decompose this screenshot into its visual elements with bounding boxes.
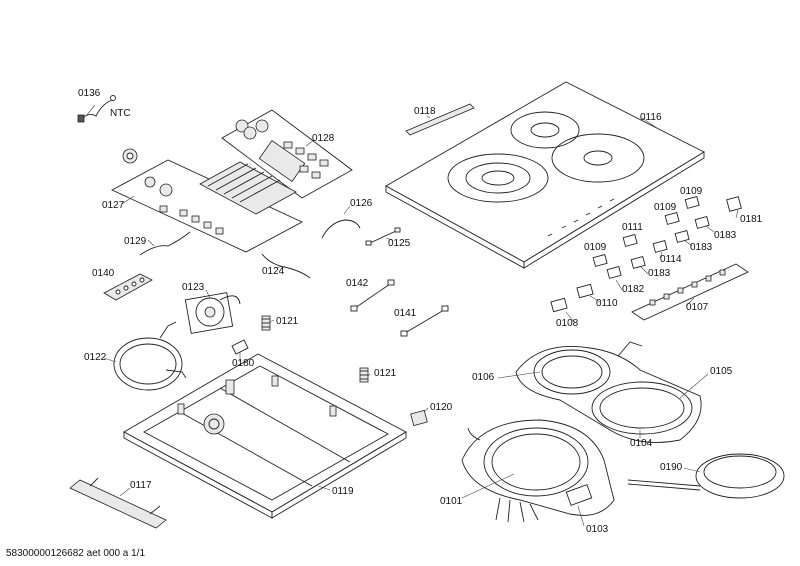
label-0136: 0136 bbox=[78, 88, 101, 99]
label-0121-lower: 0121 bbox=[374, 368, 397, 379]
cable-0126 bbox=[321, 219, 361, 239]
label-0128: 0128 bbox=[312, 133, 335, 144]
spring-0121-lower bbox=[359, 367, 369, 383]
leader-lines bbox=[103, 117, 739, 527]
label-0123: 0123 bbox=[182, 282, 205, 293]
clip-0180 bbox=[231, 339, 249, 355]
label-0122: 0122 bbox=[84, 352, 107, 363]
label-0180: 0180 bbox=[232, 358, 255, 369]
label-0109-b: 0109 bbox=[654, 202, 677, 213]
label-0108: 0108 bbox=[556, 318, 579, 329]
pan-0190 bbox=[627, 453, 785, 499]
coil-plate-0101-0103 bbox=[461, 419, 615, 523]
cable-0124 bbox=[261, 253, 311, 279]
power-board-lower-part bbox=[110, 148, 304, 253]
trim-strip-part bbox=[405, 103, 475, 136]
label-0183-c: 0183 bbox=[648, 268, 671, 279]
label-0105: 0105 bbox=[710, 366, 733, 377]
label-0110: 0110 bbox=[596, 298, 618, 309]
label-0129: 0129 bbox=[124, 236, 147, 247]
label-0101: 0101 bbox=[440, 496, 463, 507]
label-0140: 0140 bbox=[92, 268, 115, 279]
label-ntc: NTC bbox=[110, 108, 131, 119]
label-0118: 0118 bbox=[414, 106, 436, 117]
label-0119: 0119 bbox=[332, 486, 354, 497]
label-0124: 0124 bbox=[262, 266, 285, 277]
power-board-upper-part bbox=[221, 109, 353, 199]
cable-0141 bbox=[400, 305, 449, 337]
label-0116: 0116 bbox=[640, 112, 662, 123]
label-0109-c: 0109 bbox=[584, 242, 607, 253]
coiled-cable-0122 bbox=[113, 321, 187, 391]
label-0183-b: 0183 bbox=[690, 242, 713, 253]
ntc-sensor-part bbox=[77, 95, 116, 123]
glass-cooktop-part bbox=[385, 81, 705, 269]
control-knobs bbox=[550, 196, 742, 313]
label-0182: 0182 bbox=[622, 284, 645, 295]
label-0104: 0104 bbox=[630, 438, 653, 449]
coil-carrier-0106-0104 bbox=[515, 341, 702, 443]
spring-0121-upper bbox=[261, 315, 271, 331]
label-0117: 0117 bbox=[130, 480, 152, 491]
label-0183-a: 0183 bbox=[714, 230, 737, 241]
connector-0120 bbox=[410, 409, 428, 427]
document-footer: 58300000126682 aet 000 a 1/1 bbox=[6, 548, 146, 559]
control-board-0107 bbox=[631, 263, 749, 321]
label-0121-upper: 0121 bbox=[276, 316, 299, 327]
cooling-fan-0123 bbox=[184, 292, 241, 334]
label-0103: 0103 bbox=[586, 524, 609, 535]
label-0142: 0142 bbox=[346, 278, 369, 289]
bracket-0117 bbox=[69, 477, 167, 529]
cable-0142 bbox=[350, 279, 395, 312]
label-0114: 0114 bbox=[660, 254, 682, 265]
label-0181: 0181 bbox=[740, 214, 763, 225]
label-0141: 0141 bbox=[394, 308, 417, 319]
label-0111: 0111 bbox=[622, 222, 643, 233]
label-0125: 0125 bbox=[388, 238, 411, 249]
housing-tray-0119 bbox=[123, 353, 407, 519]
label-0126: 0126 bbox=[350, 198, 373, 209]
label-0109-a: 0109 bbox=[680, 186, 703, 197]
label-0106: 0106 bbox=[472, 372, 495, 383]
label-0107: 0107 bbox=[686, 302, 709, 313]
label-0190: 0190 bbox=[660, 462, 683, 473]
label-0120: 0120 bbox=[430, 402, 453, 413]
control-module-0140 bbox=[103, 273, 153, 301]
cable-0125 bbox=[365, 227, 401, 246]
cable-0129 bbox=[139, 231, 191, 256]
label-0127: 0127 bbox=[102, 200, 125, 211]
